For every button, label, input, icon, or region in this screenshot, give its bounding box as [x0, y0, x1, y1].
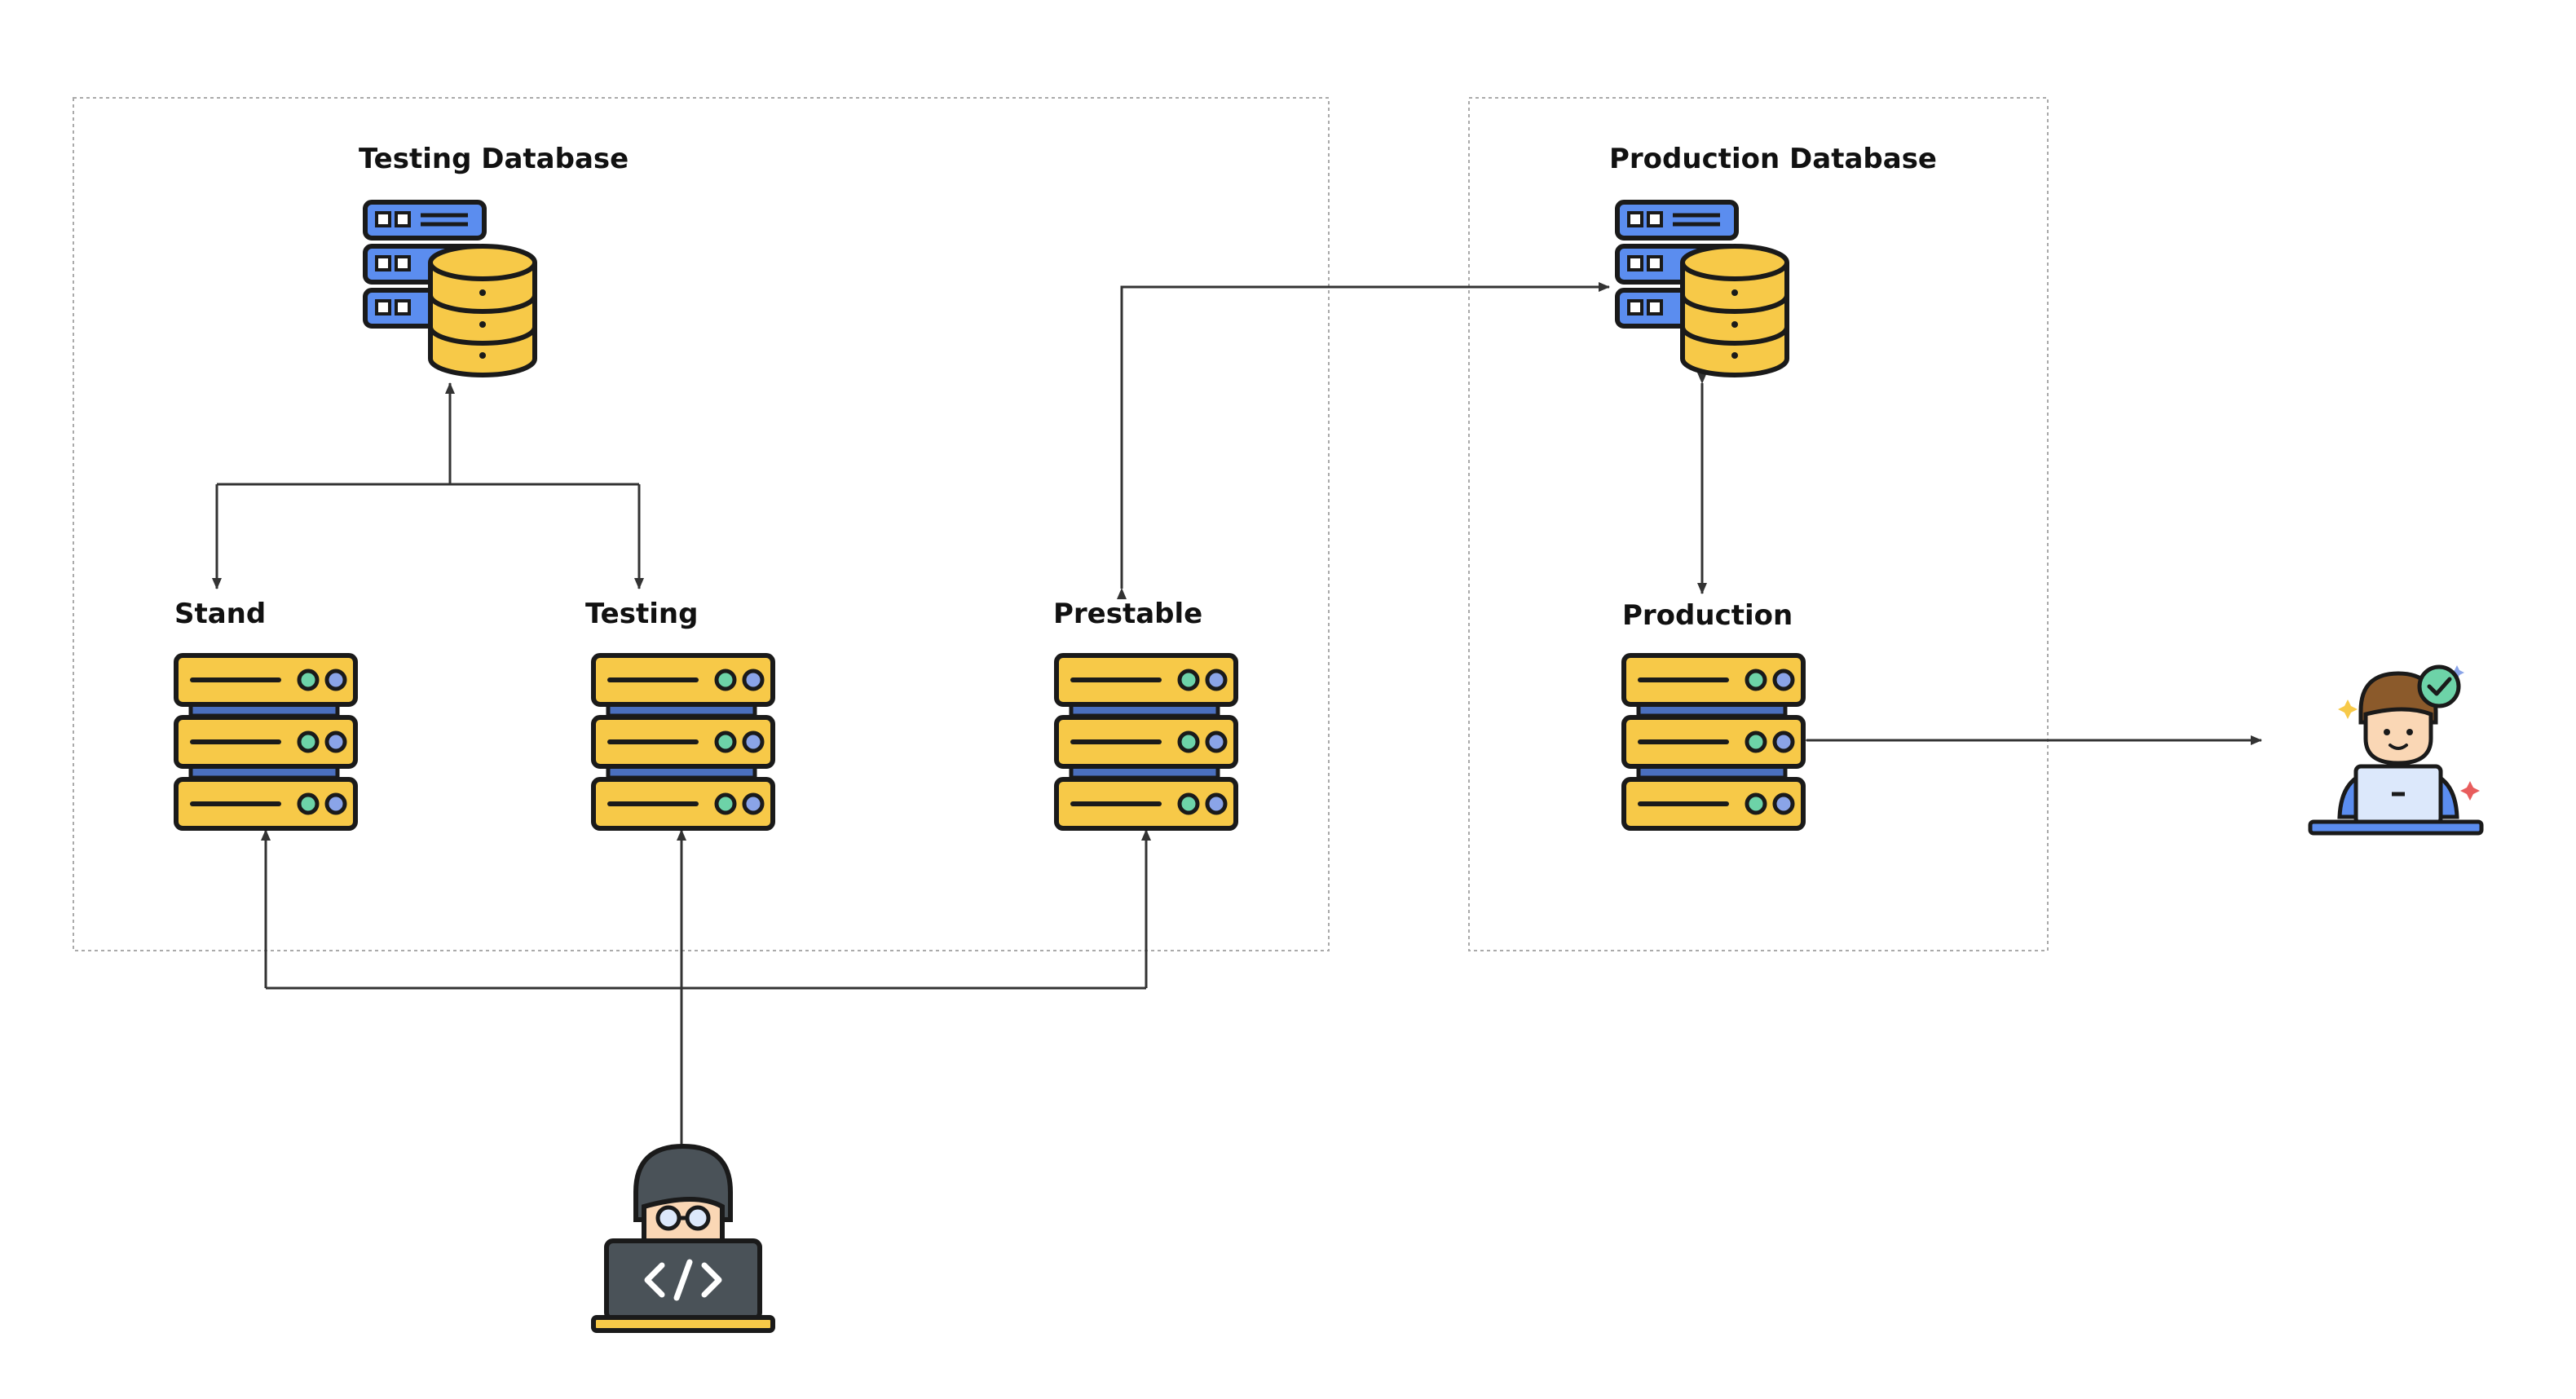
connector-prestable-production-database: [1117, 282, 1610, 599]
connectors: [212, 282, 2262, 1157]
user-laptop-icon: [2308, 664, 2484, 836]
testing-database-icon: [365, 202, 535, 375]
testing-label: Testing: [585, 598, 699, 630]
testing-server-icon: [593, 655, 773, 828]
production-server-icon: [1624, 655, 1803, 828]
prestable-label: Prestable: [1053, 598, 1203, 630]
testing-database-label: Testing Database: [359, 143, 629, 175]
check-badge-icon: [2417, 664, 2461, 708]
production-label: Production: [1622, 599, 1793, 632]
production-database-icon: [1617, 202, 1787, 375]
prestable-server-icon: [1056, 655, 1236, 828]
production-environment-group: [1468, 97, 2049, 951]
testing-environment-group: [73, 97, 1330, 951]
production-database-label: Production Database: [1609, 143, 1937, 175]
stand-label: Stand: [174, 598, 267, 630]
stand-server-icon: [176, 655, 355, 828]
developer-laptop-icon: [591, 1143, 775, 1333]
